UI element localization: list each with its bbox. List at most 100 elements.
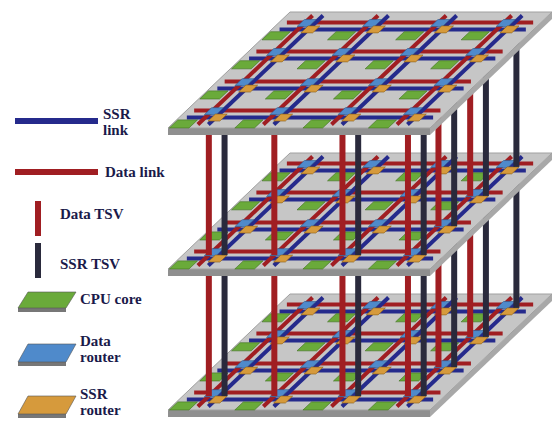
ssr-router: [372, 367, 391, 374]
ssr-link: [342, 15, 457, 124]
cpu-core: [333, 91, 361, 99]
cpu-core: [232, 61, 260, 69]
legend-label: Data router: [80, 333, 136, 365]
cpu-core: [169, 402, 197, 410]
cpu-core: [431, 61, 459, 69]
data-router: [431, 20, 450, 27]
legend-item: [15, 121, 98, 122]
ssr-router: [500, 26, 519, 33]
data-router: [332, 49, 351, 56]
cpu-core: [265, 91, 293, 99]
data-router: [496, 20, 515, 27]
data-link: [225, 221, 471, 225]
ssr-router: [407, 114, 426, 121]
data-router: [403, 108, 422, 115]
cpu-core: [396, 32, 424, 40]
layer-edge: [168, 410, 430, 417]
legend-tsv-sample: [35, 243, 41, 278]
ssr-router: [274, 114, 293, 121]
data-router: [300, 220, 319, 227]
cpu-core: [461, 32, 489, 40]
legend-item: [35, 243, 41, 278]
cpu-core: [235, 120, 263, 128]
data-router: [368, 220, 387, 227]
data-tsv: [271, 255, 277, 396]
ssr-link: [208, 15, 323, 124]
data-router: [363, 161, 382, 168]
ssr-router: [438, 226, 457, 233]
legend-line-sample: [15, 169, 98, 175]
legend-item: [18, 344, 76, 366]
ssr-router: [304, 85, 323, 92]
legend-swatch-edge: [18, 362, 66, 366]
data-router: [235, 220, 254, 227]
legend-swatch: [18, 396, 76, 414]
legend-line-sample: [15, 118, 98, 124]
data-router: [466, 49, 485, 56]
ssr-router: [500, 308, 519, 315]
ssr-router: [274, 396, 293, 403]
cpu-core: [368, 261, 396, 269]
legend-swatch: [18, 292, 76, 308]
ssr-link: [407, 15, 522, 124]
data-link: [256, 49, 502, 53]
data-link: [256, 190, 502, 194]
cpu-core: [169, 120, 197, 128]
ssr-router: [372, 85, 391, 92]
cpu-core: [297, 202, 325, 210]
cpu-core: [368, 120, 396, 128]
ssr-router: [301, 308, 320, 315]
ssr-router: [438, 85, 457, 92]
ssr-router: [407, 396, 426, 403]
ssr-router: [342, 255, 361, 262]
ssr-router: [304, 226, 323, 233]
data-link: [198, 297, 313, 406]
ssr-router: [301, 167, 320, 174]
cpu-core: [303, 120, 331, 128]
ssr-tsv: [222, 255, 228, 396]
ssr-link: [274, 156, 389, 265]
cpu-core: [235, 261, 263, 269]
tsv-group: [206, 26, 520, 255]
data-link: [225, 362, 471, 366]
ssr-router: [469, 337, 488, 344]
layer-plate: [168, 12, 552, 128]
data-link: [194, 391, 440, 395]
legend-item: [35, 201, 41, 236]
cpu-core: [232, 202, 260, 210]
ssr-router: [342, 396, 361, 403]
data-router: [267, 49, 286, 56]
data-link: [194, 250, 440, 254]
ssr-tsv: [421, 255, 427, 396]
ssr-router: [304, 367, 323, 374]
cpu-core: [303, 261, 331, 269]
ssr-router: [438, 367, 457, 374]
cpu-core: [365, 202, 393, 210]
data-router: [235, 361, 254, 368]
ssr-router: [404, 55, 423, 62]
ssr-router: [208, 255, 227, 262]
ssr-router: [208, 114, 227, 121]
data-router: [434, 79, 453, 86]
data-link: [198, 15, 313, 124]
data-tsv: [339, 114, 345, 255]
chip-layer: [168, 12, 552, 135]
cpu-core: [235, 402, 263, 410]
ssr-router: [239, 367, 258, 374]
layer-edge: [168, 269, 430, 276]
data-router: [338, 108, 357, 115]
ssr-router: [366, 26, 385, 33]
ssr-router: [366, 308, 385, 315]
data-router: [496, 302, 515, 309]
ssr-router: [342, 114, 361, 121]
ssr-link: [274, 15, 389, 124]
legend-label: Data link: [105, 164, 185, 180]
data-tsv: [339, 255, 345, 396]
data-tsv: [206, 255, 212, 396]
legend-label: SSR link: [103, 106, 147, 138]
data-router: [300, 361, 319, 368]
cpu-core: [365, 61, 393, 69]
legend-item: [18, 396, 76, 418]
ssr-router: [407, 255, 426, 262]
ssr-router: [469, 196, 488, 203]
